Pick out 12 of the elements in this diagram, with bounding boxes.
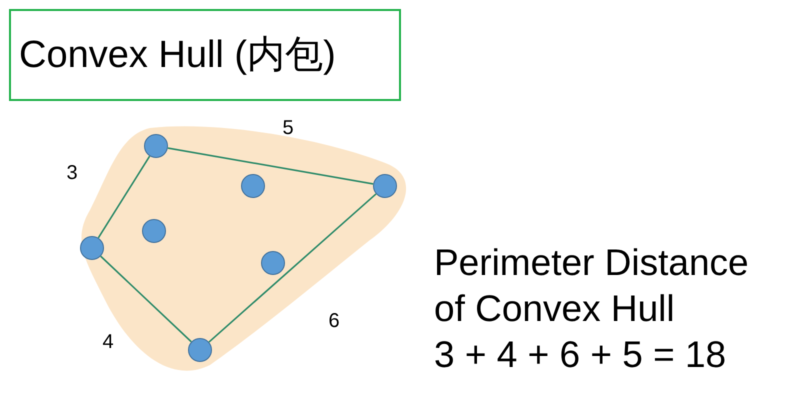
title-box [9,9,401,101]
edge-label: 3 [66,163,78,183]
perimeter-text: 3 + 4 + 6 + 5 = 18 [434,333,728,377]
perimeter-text: Perimeter Distance of Convex Hull [434,241,750,331]
hull-edge [168,147,374,185]
hull-edge [100,256,192,342]
edge-label: 4 [102,332,114,352]
hull-edge [208,193,377,343]
edge-label: 5 [282,118,294,138]
edge-label: 6 [328,311,340,331]
hull-edge [98,156,150,238]
title-text: Convex Hull (内包) [19,32,336,78]
